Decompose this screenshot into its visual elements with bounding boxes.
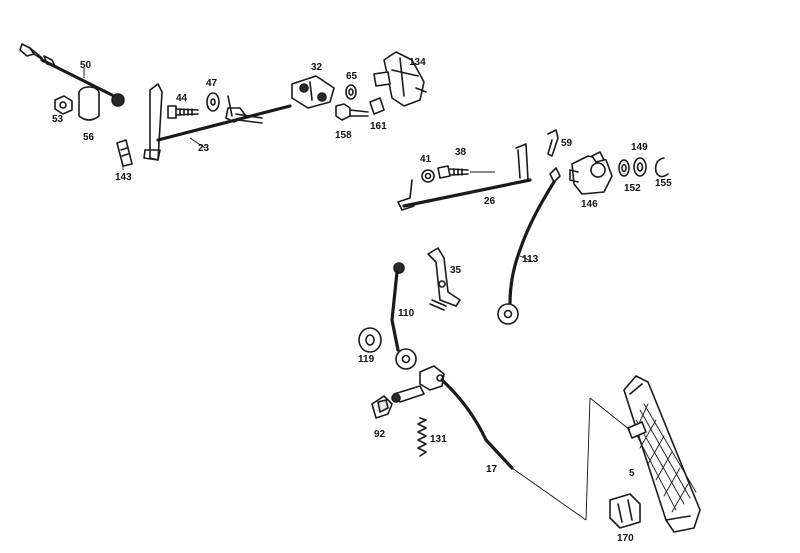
label-65: 65 [346, 71, 358, 82]
part-23-shaft [143, 83, 292, 161]
label-92: 92 [374, 429, 386, 440]
label-146: 146 [581, 199, 598, 210]
part-35-lever-bracket [427, 247, 461, 311]
part-47-washer [206, 92, 220, 112]
label-17: 17 [486, 464, 498, 475]
part-158-bolt [335, 103, 369, 121]
label-161: 161 [370, 121, 387, 132]
label-59: 59 [561, 138, 573, 149]
connector-lines [511, 397, 631, 521]
part-92-clip [371, 395, 393, 419]
label-47: 47 [206, 78, 218, 89]
part-50-threaded-rod [19, 43, 125, 107]
part-5-pedal-pad [623, 375, 701, 533]
part-152-washer [633, 157, 647, 177]
part-59-pin [547, 129, 559, 157]
label-32: 32 [311, 62, 323, 73]
label-155: 155 [655, 178, 672, 189]
label-26: 26 [484, 196, 496, 207]
label-152: 152 [624, 183, 641, 194]
part-149-ring [618, 159, 630, 177]
part-161-bushing [369, 97, 385, 115]
part-134-housing [373, 51, 427, 107]
label-50: 50 [80, 60, 92, 71]
part-41-nut [421, 169, 435, 183]
label-35: 35 [450, 265, 462, 276]
part-113-linkage-rod [497, 167, 561, 325]
label-41: 41 [420, 154, 432, 165]
part-56-ball-socket [78, 86, 100, 121]
label-149: 149 [631, 142, 648, 153]
part-143-clip [116, 139, 133, 167]
label-38: 38 [455, 147, 467, 158]
part-131-spring [417, 417, 427, 457]
part-38-bolt [437, 165, 469, 179]
part-155-circlip [654, 157, 669, 178]
label-56: 56 [83, 132, 95, 143]
part-44-bolt [167, 105, 199, 119]
label-134: 134 [409, 57, 426, 68]
label-23: 23 [198, 143, 210, 154]
label-158: 158 [335, 130, 352, 141]
part-17-pedal-lever [391, 365, 514, 470]
part-26-rod [397, 143, 532, 211]
part-170-pad-block [609, 493, 641, 529]
part-119-bushing [358, 327, 382, 353]
label-110: 110 [398, 308, 415, 319]
part-labels: 50 53 56 44 47 23 143 32 65 134 158 161 … [52, 57, 672, 544]
label-143: 143 [115, 172, 132, 183]
label-170: 170 [617, 533, 634, 544]
label-5: 5 [629, 468, 635, 479]
label-131: 131 [430, 434, 447, 445]
label-53: 53 [52, 114, 64, 125]
label-113: 113 [522, 254, 539, 265]
label-119: 119 [358, 354, 375, 365]
part-32-bracket [291, 75, 335, 109]
part-65-washer [345, 84, 357, 100]
leader-lines [83, 68, 534, 263]
part-146-valve-body [569, 151, 613, 195]
label-44: 44 [176, 93, 188, 104]
part-110-rod [390, 262, 417, 370]
part-53-nut [54, 95, 73, 115]
